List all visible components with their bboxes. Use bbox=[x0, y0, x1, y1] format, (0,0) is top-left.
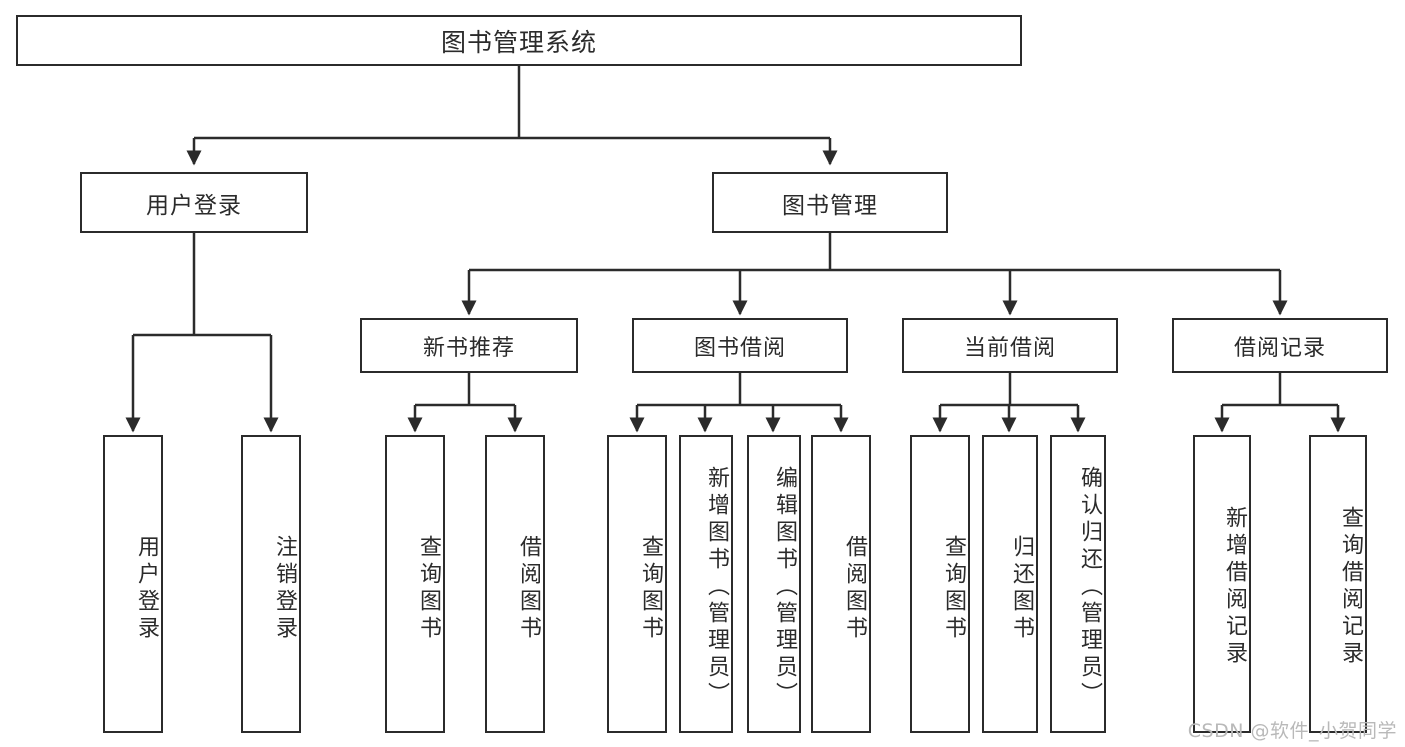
leaf-return-book[interactable]: 归还图书 bbox=[982, 435, 1038, 733]
leaf-confirm-return-label: 确认归还（管理员） bbox=[1077, 465, 1102, 709]
watermark-text: CSDN @软件_小贺同学 bbox=[1187, 720, 1397, 742]
leaf-user-login-label: 用户登录 bbox=[134, 535, 159, 643]
leaf-logout-login-label: 注销登录 bbox=[272, 535, 297, 643]
leaf-query-record-label: 查询借阅记录 bbox=[1338, 506, 1363, 668]
node-user-login[interactable]: 用户登录 bbox=[80, 172, 308, 233]
leaf-add-book[interactable]: 新增图书（管理员） bbox=[679, 435, 733, 733]
node-new-book-recommend-label: 新书推荐 bbox=[422, 335, 515, 361]
node-book-borrow[interactable]: 图书借阅 bbox=[632, 318, 848, 373]
node-current-borrow-label: 当前借阅 bbox=[963, 335, 1056, 361]
leaf-user-login[interactable]: 用户登录 bbox=[103, 435, 163, 733]
leaf-query-book-1[interactable]: 查询图书 bbox=[385, 435, 445, 733]
node-root-label: 图书管理系统 bbox=[440, 27, 597, 57]
leaf-query-book-3[interactable]: 查询图书 bbox=[910, 435, 970, 733]
node-borrow-record[interactable]: 借阅记录 bbox=[1172, 318, 1388, 373]
node-root[interactable]: 图书管理系统 bbox=[16, 15, 1022, 66]
leaf-edit-book[interactable]: 编辑图书（管理员） bbox=[747, 435, 801, 733]
leaf-borrow-book-1-label: 借阅图书 bbox=[516, 535, 541, 643]
node-book-borrow-label: 图书借阅 bbox=[693, 335, 786, 361]
leaf-confirm-return[interactable]: 确认归还（管理员） bbox=[1050, 435, 1106, 733]
leaf-borrow-book-2[interactable]: 借阅图书 bbox=[811, 435, 871, 733]
node-new-book-recommend[interactable]: 新书推荐 bbox=[360, 318, 578, 373]
leaf-add-record-label: 新增借阅记录 bbox=[1222, 506, 1247, 668]
leaf-query-book-3-label: 查询图书 bbox=[941, 535, 966, 643]
leaf-query-book-2[interactable]: 查询图书 bbox=[607, 435, 667, 733]
leaf-query-book-2-label: 查询图书 bbox=[638, 535, 663, 643]
leaf-edit-book-label: 编辑图书（管理员） bbox=[772, 465, 797, 709]
node-book-management[interactable]: 图书管理 bbox=[712, 172, 948, 233]
node-borrow-record-label: 借阅记录 bbox=[1233, 335, 1326, 361]
leaf-query-book-1-label: 查询图书 bbox=[416, 535, 441, 643]
node-current-borrow[interactable]: 当前借阅 bbox=[902, 318, 1118, 373]
leaf-borrow-book-1[interactable]: 借阅图书 bbox=[485, 435, 545, 733]
leaf-borrow-book-2-label: 借阅图书 bbox=[842, 535, 867, 643]
leaf-return-book-label: 归还图书 bbox=[1009, 535, 1034, 643]
leaf-query-record[interactable]: 查询借阅记录 bbox=[1309, 435, 1367, 733]
leaf-logout-login[interactable]: 注销登录 bbox=[241, 435, 301, 733]
node-book-management-label: 图书管理 bbox=[782, 192, 878, 219]
leaf-add-record[interactable]: 新增借阅记录 bbox=[1193, 435, 1251, 733]
node-user-login-label: 用户登录 bbox=[146, 192, 242, 219]
leaf-add-book-label: 新增图书（管理员） bbox=[704, 465, 729, 709]
